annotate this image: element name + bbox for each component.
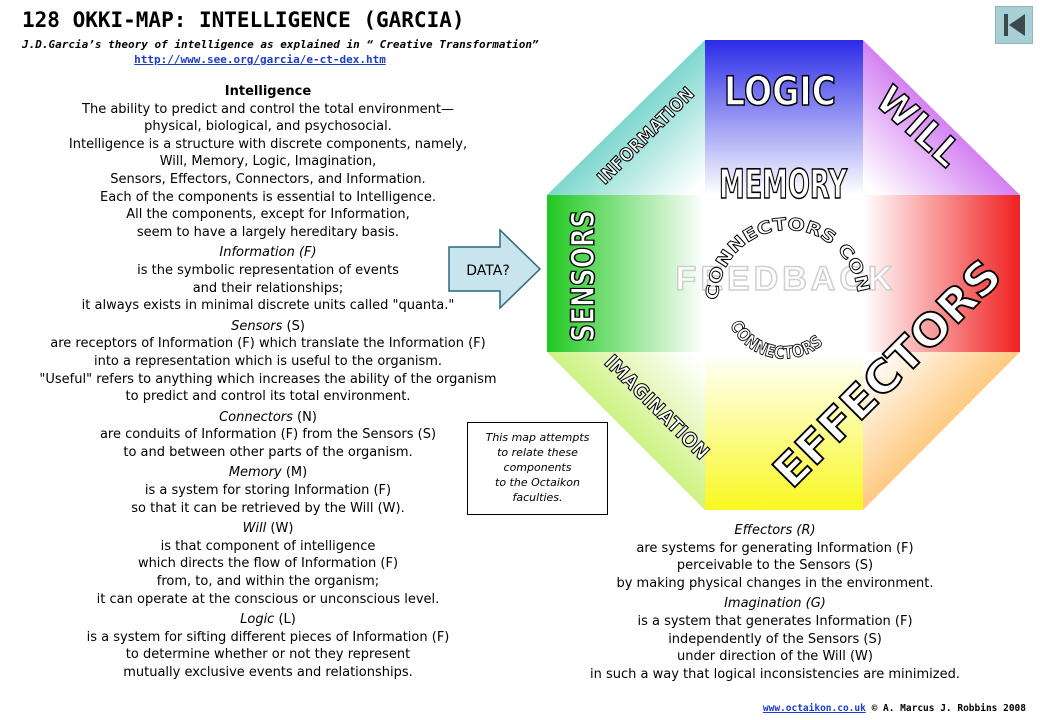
- source-link[interactable]: http://www.see.org/garcia/e-ct-dex.htm: [134, 53, 386, 66]
- note-line: components: [503, 461, 572, 474]
- imagination-line: is a system that generates Information (…: [637, 613, 913, 629]
- logic-line: mutually exclusive events and relationsh…: [123, 665, 413, 680]
- sector-effectors-right: [863, 195, 1020, 352]
- sensors-line: into a representation which is useful to…: [93, 353, 443, 369]
- connectors-line: are conduits of Information (F) from the…: [99, 427, 437, 443]
- memory-label: MEMORY: [719, 162, 848, 208]
- memory-term: Memory (M): [18, 464, 518, 482]
- information-line: is the symbolic representation of events: [137, 262, 399, 278]
- will-line: is that component of intelligence: [160, 538, 376, 554]
- note-line: to relate these: [497, 446, 578, 459]
- logic-line: is a system for sifting different pieces…: [86, 629, 450, 645]
- memory-line: is a system for storing Information (F): [144, 483, 392, 499]
- logic-term: Logic (L): [18, 611, 518, 629]
- intelligence-line: seem to have a largely hereditary basis.: [136, 224, 400, 240]
- sensors-line: "Useful" refers to anything which increa…: [39, 371, 497, 387]
- effectors-line: are systems for generating Information (…: [636, 540, 914, 556]
- effectors-term: Effectors (R): [734, 523, 816, 538]
- sensors-line: to predict and control its total environ…: [125, 389, 411, 405]
- information-line: it always exists in minimal discrete uni…: [81, 298, 455, 314]
- sector-logic: [705, 40, 863, 195]
- right-definitions-panel: Effectors (R) are systems for generating…: [560, 522, 990, 683]
- data-arrow-label: DATA?: [466, 263, 510, 279]
- imagination-term: Imagination (G): [724, 596, 826, 612]
- will-line: it can operate at the conscious or uncon…: [96, 591, 440, 607]
- page-title: 128 OKKI-MAP: INTELLIGENCE (GARCIA): [22, 8, 465, 32]
- note-line: faculties.: [512, 491, 563, 504]
- sector-information: [547, 40, 705, 195]
- intelligence-line: physical, biological, and psychosocial.: [144, 119, 392, 135]
- octaikon-link[interactable]: www.octaikon.co.uk: [762, 703, 866, 714]
- back-button[interactable]: [995, 6, 1033, 44]
- will-term-name: Will: [242, 521, 267, 537]
- intelligence-line: Sensors, Effectors, Connectors, and Info…: [110, 171, 426, 187]
- imagination-line: in such a way that logical inconsistenci…: [590, 666, 960, 682]
- imagination-line: independently of the Sensors (S): [668, 631, 882, 647]
- intelligence-body: The ability to predict and control the t…: [18, 101, 518, 242]
- memory-term-name: Memory: [228, 465, 282, 481]
- sector-will: [863, 40, 1020, 195]
- intelligence-line: The ability to predict and control the t…: [82, 101, 454, 117]
- sector-bottom-right: [863, 352, 1020, 510]
- connectors-term-code: (N): [292, 409, 317, 425]
- note-box: This map attempts to relate these compon…: [467, 422, 608, 515]
- sensors-term-name: Sensors: [231, 318, 283, 334]
- logic-label: LOGIC: [724, 69, 836, 115]
- connectors-line: to and between other parts of the organi…: [123, 444, 413, 460]
- back-to-start-icon: [1004, 14, 1025, 36]
- will-term: Will (W): [18, 520, 518, 538]
- sensors-term: Sensors (S): [18, 318, 518, 336]
- memory-term-code: (M): [281, 465, 308, 481]
- definitions-panel: Intelligence The ability to predict and …: [18, 83, 518, 682]
- will-line: from, to, and within the organism;: [156, 574, 380, 590]
- logic-term-name: Logic: [240, 612, 275, 628]
- intelligence-line: Each of the components is essential to I…: [100, 189, 436, 205]
- memory-line: so that it can be retrieved by the Will …: [131, 500, 405, 516]
- effectors-line: by making physical changes in the enviro…: [616, 575, 934, 591]
- effectors-line: perceivable to the Sensors (S): [676, 558, 874, 574]
- connectors-term-name: Connectors: [219, 409, 293, 425]
- sector-center: [705, 195, 863, 352]
- will-line: which directs the flow of Information (F…: [137, 556, 399, 572]
- sector-bottom: [705, 352, 863, 510]
- information-line: and their relationships;: [192, 280, 344, 296]
- intelligence-line: All the components, except for Informati…: [126, 207, 410, 223]
- sector-sensors: [547, 195, 705, 352]
- note-line: to the Octaikon: [495, 476, 580, 489]
- sector-imagination: [547, 352, 705, 510]
- sensors-label: SENSORS: [564, 210, 602, 342]
- logic-line: to determine whether or not they represe…: [125, 647, 411, 663]
- page-subtitle: J.D.Garcia’s theory of intelligence as e…: [22, 38, 539, 51]
- data-arrow: [448, 228, 542, 310]
- logic-term-code: (L): [274, 612, 296, 628]
- octaikon-diagram: DATA? FEEDBACK LOGIC MEMORY WILL INFORMA…: [440, 40, 1020, 510]
- connectors-term: Connectors (N): [18, 409, 518, 427]
- copyright-text: © A. Marcus J. Robbins 2008: [865, 703, 1026, 714]
- note-line: This map attempts: [485, 431, 590, 444]
- feedback-label: FEEDBACK: [676, 260, 897, 298]
- intelligence-line: Will, Memory, Logic, Imagination,: [159, 154, 377, 170]
- information-term: Information (F): [219, 245, 317, 261]
- will-term-code: (W): [266, 521, 294, 537]
- footer: www.octaikon.co.uk © A. Marcus J. Robbin…: [763, 703, 1026, 714]
- sensors-term-code: (S): [282, 318, 305, 334]
- imagination-line: under direction of the Will (W): [677, 649, 873, 665]
- intelligence-line: Intelligence is a structure with discret…: [68, 136, 468, 152]
- intelligence-heading: Intelligence: [224, 84, 312, 99]
- sensors-line: are receptors of Information (F) which t…: [50, 336, 486, 352]
